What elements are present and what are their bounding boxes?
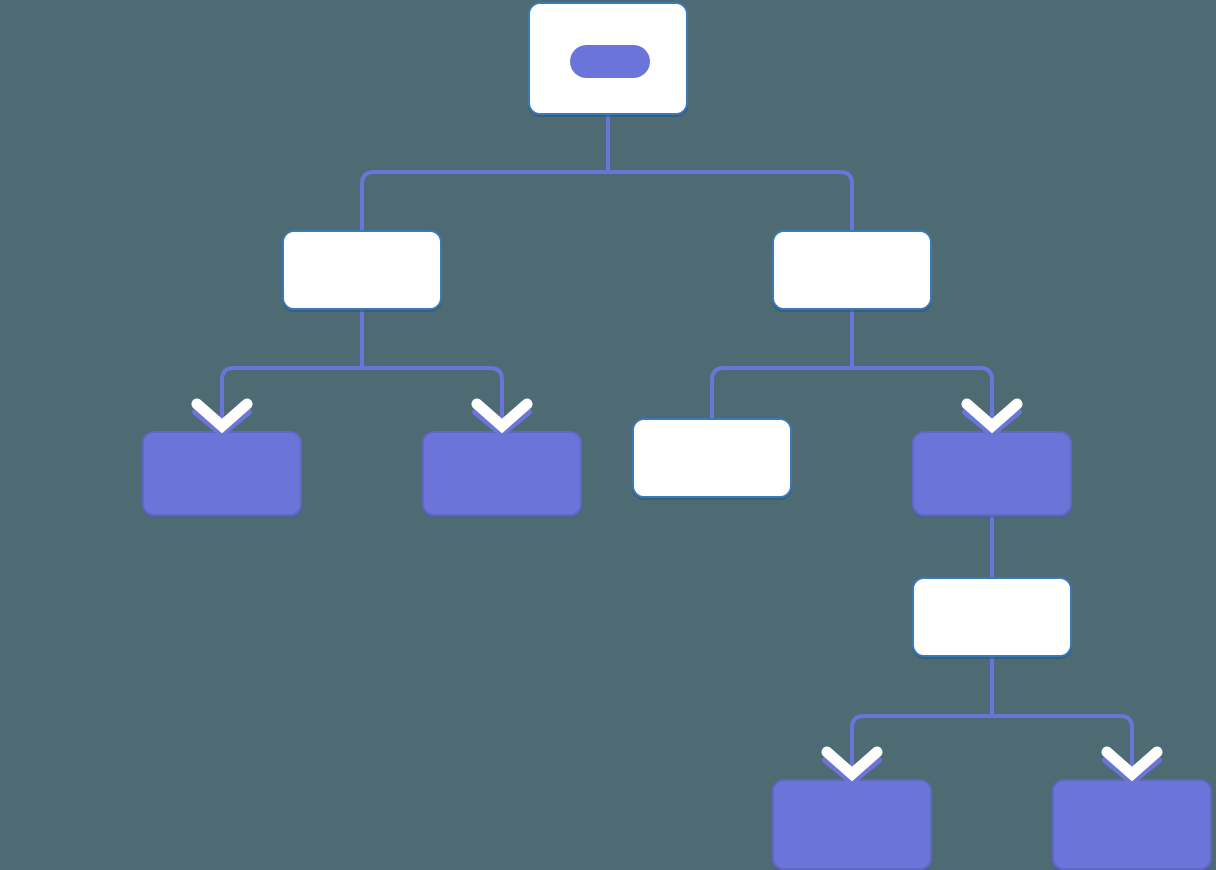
tree-node-n8[interactable]	[912, 577, 1072, 657]
tree-node-n10[interactable]	[1052, 779, 1212, 870]
node-label-pill	[570, 45, 650, 78]
tree-node-label	[1054, 781, 1210, 868]
tree-node-label	[634, 420, 790, 496]
tree-node-label	[774, 232, 930, 308]
tree-node-label	[774, 781, 930, 868]
tree-node-label	[144, 433, 300, 514]
tree-node-n5[interactable]	[422, 431, 582, 516]
tree-node-label	[914, 433, 1070, 514]
tree-node-label	[914, 579, 1070, 655]
tree-node-n3[interactable]	[772, 230, 932, 310]
tree-node-n2[interactable]	[282, 230, 442, 310]
tree-node-label	[424, 433, 580, 514]
tree-node-n6[interactable]	[632, 418, 792, 498]
tree-node-n1[interactable]	[528, 2, 688, 115]
tree-node-n9[interactable]	[772, 779, 932, 870]
tree-node-n4[interactable]	[142, 431, 302, 516]
tree-node-label	[284, 232, 440, 308]
tree-node-n7[interactable]	[912, 431, 1072, 516]
